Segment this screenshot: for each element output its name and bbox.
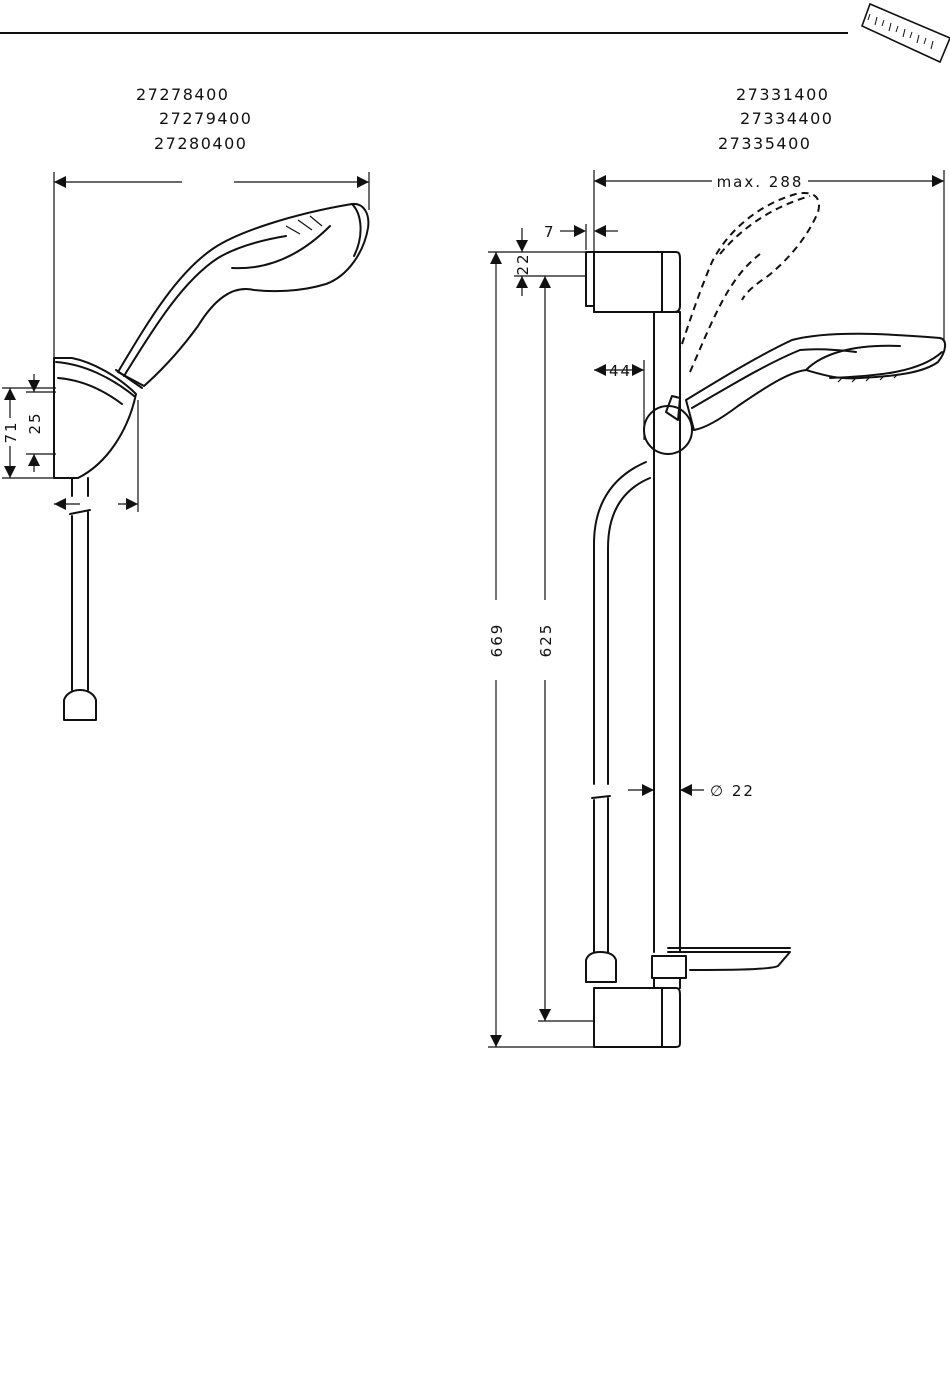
right-overall-height-label: 669 bbox=[488, 623, 506, 658]
right-bar-diameter-dimension: ∅ 22 bbox=[628, 782, 755, 800]
left-height-label: 71 bbox=[2, 420, 20, 443]
right-top-bracket bbox=[586, 252, 680, 312]
right-offset-dimension: 7 bbox=[544, 223, 618, 250]
left-hose bbox=[64, 478, 96, 720]
right-bar-height-dimension: 625 bbox=[537, 276, 594, 1021]
right-hand-shower bbox=[686, 334, 945, 430]
right-hand-shower-alt-position bbox=[682, 193, 819, 372]
right-depth-dimension: 44 bbox=[594, 360, 644, 440]
left-height-dimensions: 71 25 bbox=[2, 374, 56, 478]
right-slider-holder bbox=[644, 396, 692, 454]
ruler-icon bbox=[862, 4, 950, 62]
right-code-2: 27334400 bbox=[740, 109, 833, 128]
right-max-width-dimension: max. 288 bbox=[594, 170, 944, 340]
left-holder-label: 25 bbox=[26, 411, 44, 434]
right-soap-dish bbox=[652, 948, 790, 978]
left-depth-dimension bbox=[54, 400, 138, 512]
right-max-width-label: max. 288 bbox=[717, 173, 804, 191]
right-offset-label: 7 bbox=[544, 223, 556, 241]
left-width-dimension bbox=[54, 172, 369, 365]
right-product-codes: 27331400 27334400 27335400 bbox=[718, 85, 833, 153]
right-bar-height-label: 625 bbox=[537, 623, 555, 658]
left-code-1: 27278400 bbox=[136, 85, 229, 104]
left-product-codes: 27278400 27279400 27280400 bbox=[136, 85, 252, 153]
right-hose bbox=[586, 462, 650, 982]
left-code-2: 27279400 bbox=[159, 109, 252, 128]
right-code-1: 27331400 bbox=[736, 85, 829, 104]
right-code-3: 27335400 bbox=[718, 134, 811, 153]
right-bar-diameter-label: ∅ 22 bbox=[710, 782, 755, 800]
right-bottom-bracket bbox=[594, 978, 680, 1047]
right-depth-label: 44 bbox=[609, 362, 632, 380]
left-hand-shower bbox=[116, 204, 368, 388]
right-bracket-label: 22 bbox=[514, 252, 532, 275]
left-code-3: 27280400 bbox=[154, 134, 247, 153]
